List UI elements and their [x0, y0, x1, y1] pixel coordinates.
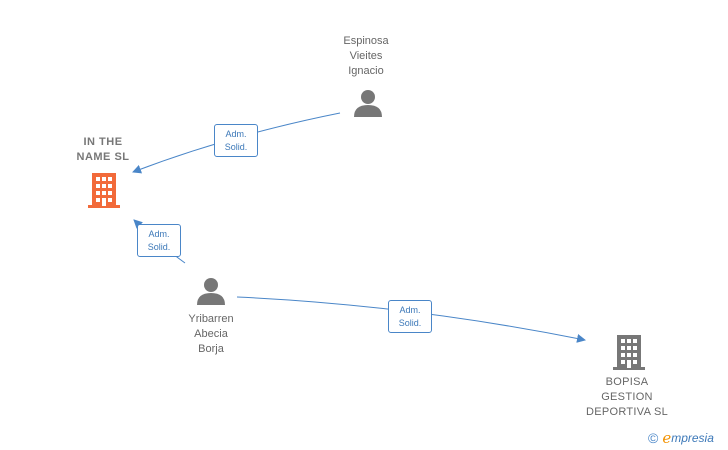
brand-name: mpresia	[671, 431, 714, 445]
edge-label-bopisa-adm-solid: Adm. Solid.	[388, 300, 432, 333]
copyright-icon: ©	[648, 430, 659, 446]
edge-label-espinosa-adm-solid: Adm. Solid.	[214, 124, 258, 157]
building-icon[interactable]	[613, 334, 645, 370]
person-label-espinosa: Espinosa Vieites Ignacio	[343, 35, 389, 77]
person-label-yribarren: Yribarren Abecia Borja	[188, 313, 234, 355]
empresia-logo: © e mpresia	[648, 429, 714, 447]
person-icon[interactable]	[353, 88, 383, 118]
building-icon[interactable]	[88, 172, 120, 208]
person-icon[interactable]	[196, 276, 226, 306]
company-label-bopisa: BOPISA GESTION DEPORTIVA SL	[585, 376, 669, 418]
brand-e-letter: e	[662, 429, 672, 447]
company-label-in-the-name: IN THE NAME SL	[76, 136, 130, 163]
edge-label-yribarren-adm-solid: Adm. Solid.	[137, 224, 181, 257]
